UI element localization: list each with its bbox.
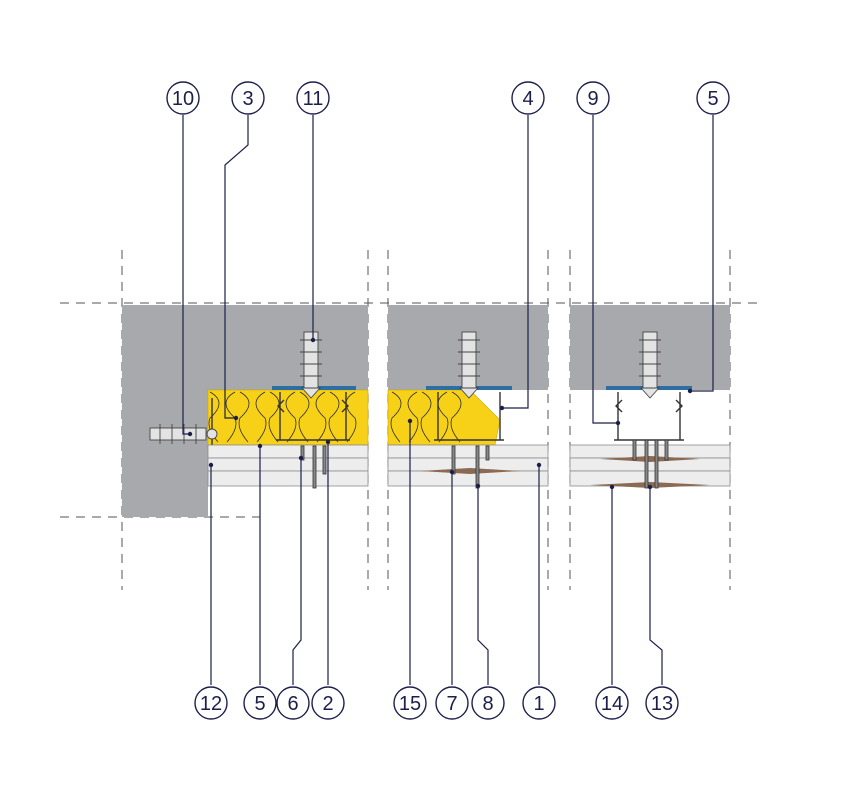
svg-text:5: 5	[707, 88, 718, 110]
callout-5-bottom: 5	[243, 686, 277, 720]
svg-text:1: 1	[533, 693, 544, 715]
callout-3: 3	[231, 81, 265, 115]
callout-13: 13	[645, 686, 679, 720]
svg-text:6: 6	[287, 693, 298, 715]
svg-text:12: 12	[200, 693, 222, 715]
section-partial	[387, 331, 549, 489]
svg-text:2: 2	[322, 693, 333, 715]
callouts-top: 10 3 11 4 9 5	[166, 81, 730, 115]
callout-14: 14	[595, 686, 629, 720]
callout-4: 4	[511, 81, 545, 115]
callout-1: 1	[522, 686, 556, 720]
callout-11: 11	[296, 81, 330, 115]
svg-text:15: 15	[399, 693, 421, 715]
svg-text:14: 14	[601, 693, 623, 715]
callout-9: 9	[576, 81, 610, 115]
callout-7: 7	[435, 686, 469, 720]
svg-text:7: 7	[446, 693, 457, 715]
callout-2: 2	[311, 686, 345, 720]
callout-8: 8	[471, 686, 505, 720]
svg-text:3: 3	[242, 88, 253, 110]
section-bare	[569, 331, 731, 489]
svg-text:9: 9	[587, 88, 598, 110]
callout-6: 6	[276, 686, 310, 720]
callout-12: 12	[194, 686, 228, 720]
svg-text:4: 4	[522, 88, 533, 110]
leader-dots	[187, 337, 693, 490]
svg-text:11: 11	[303, 88, 324, 110]
callout-10: 10	[166, 81, 200, 115]
leader-lines	[182, 115, 714, 685]
svg-text:13: 13	[651, 693, 673, 715]
svg-text:5: 5	[254, 693, 265, 715]
insulation-hatch	[208, 391, 357, 443]
svg-text:8: 8	[482, 693, 493, 715]
callouts-bottom: 12 5 6 2 15 7 8 1 14 13	[194, 686, 679, 720]
wall-anchor	[149, 424, 218, 444]
callout-5-top: 5	[696, 81, 730, 115]
callout-15: 15	[393, 686, 427, 720]
svg-text:10: 10	[172, 88, 194, 110]
